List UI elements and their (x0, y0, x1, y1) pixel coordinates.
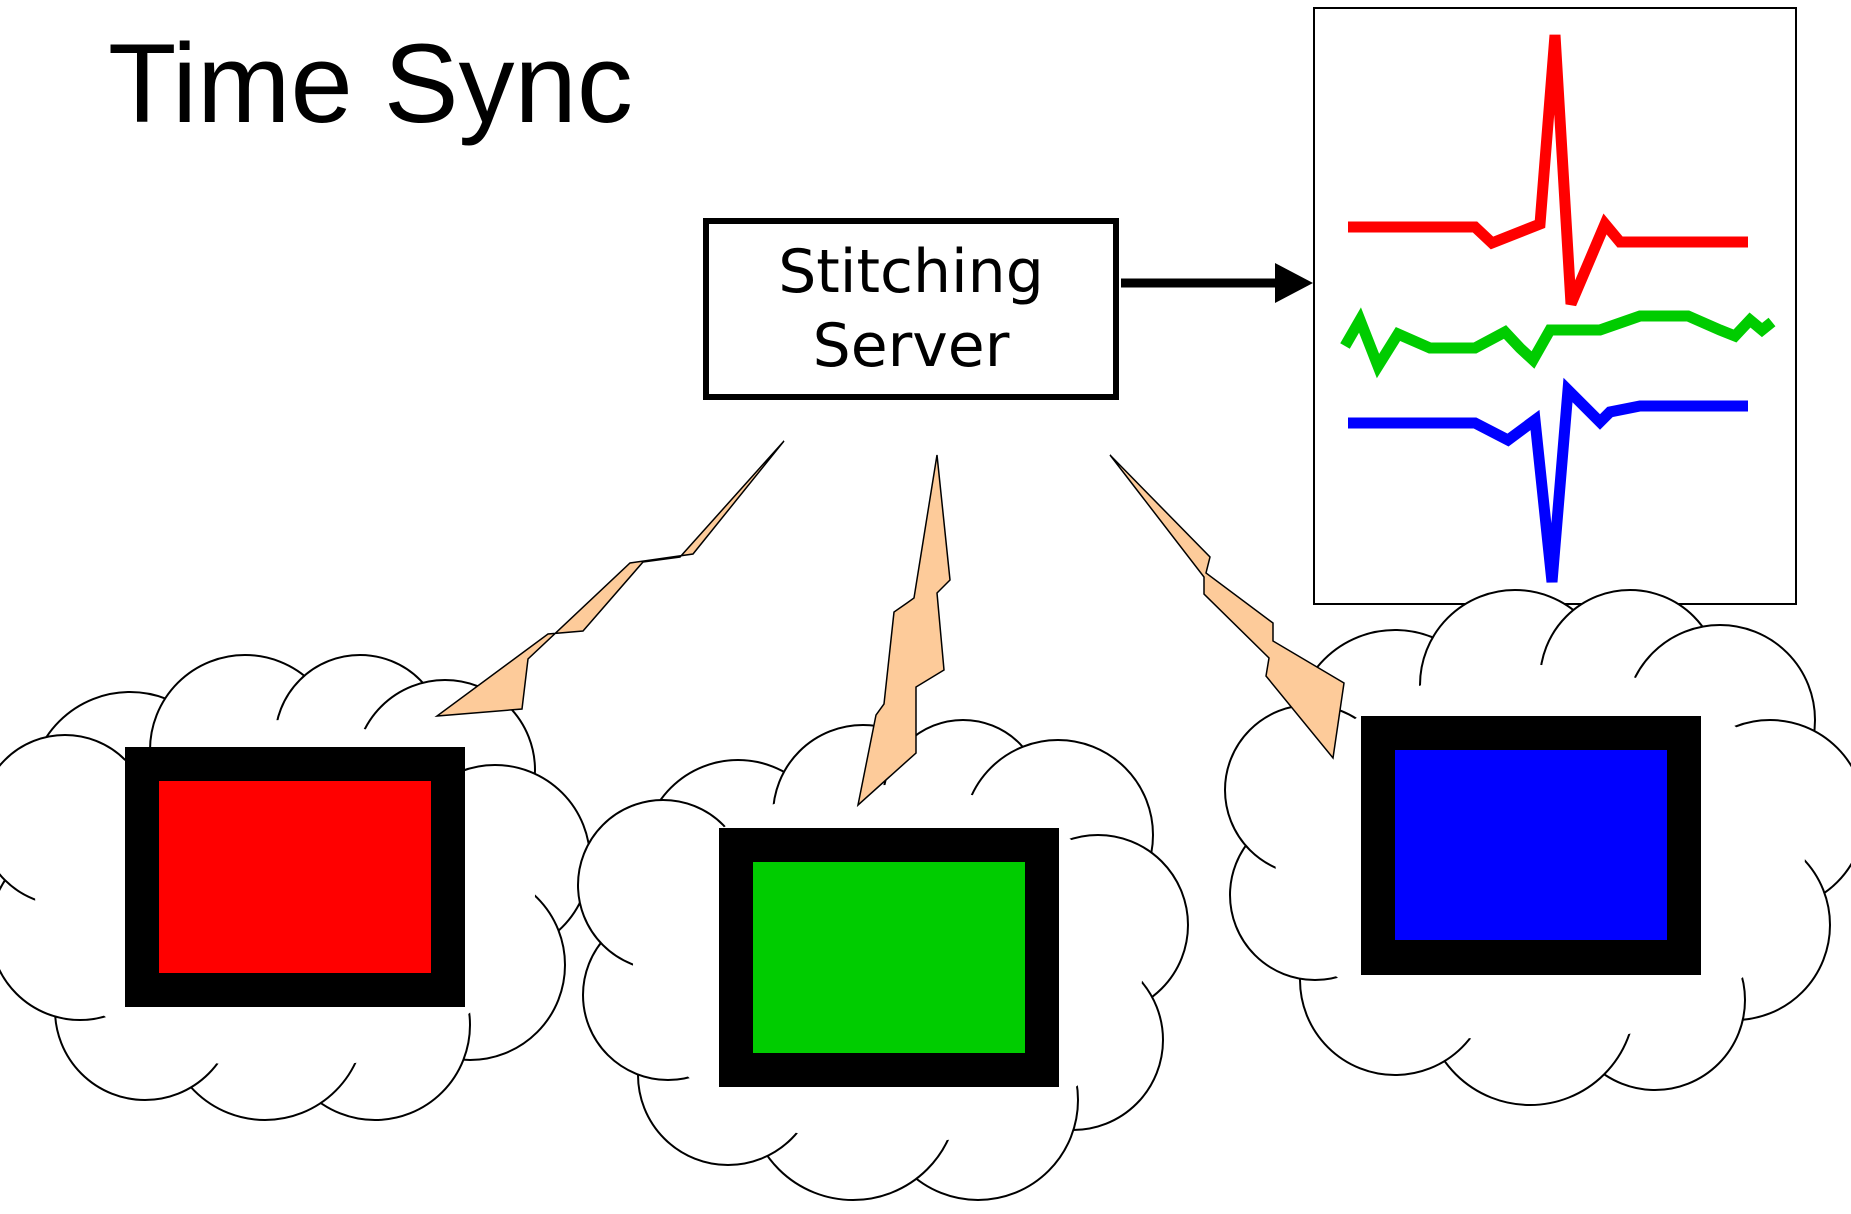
wireless-bolt-right (1109, 454, 1345, 760)
blue-node-device (1361, 716, 1701, 975)
red-waveform (1348, 34, 1748, 307)
waveform-panel (1313, 7, 1797, 605)
blue-waveform (1348, 377, 1748, 583)
stitching-server-box: Stitching Server (703, 218, 1119, 400)
wireless-bolt-middle (856, 454, 951, 808)
green-node-device (719, 828, 1059, 1087)
wireless-bolt-left (434, 440, 785, 717)
output-arrow (1121, 263, 1313, 303)
page-title: Time Sync (108, 21, 633, 146)
red-node-device (125, 747, 465, 1007)
green-waveform (1340, 307, 1776, 379)
server-label-line2: Server (812, 311, 1010, 381)
server-label-line1: Stitching (778, 237, 1044, 307)
